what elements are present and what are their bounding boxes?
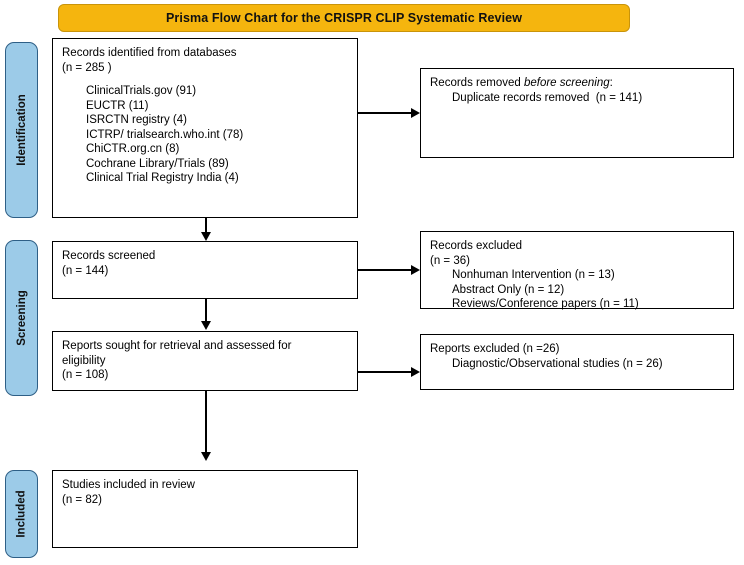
reports-sought-heading-line1: Reports sought for retrieval and assesse… [62, 340, 292, 352]
box-records-screened: Records screened (n = 144) [52, 241, 358, 299]
records-excluded-count: (n = 36) [430, 254, 470, 267]
studies-included-count: (n = 82) [62, 493, 102, 506]
source-item: ClinicalTrials.gov (91) [86, 85, 197, 97]
arrowhead-screened-to-eligibility [201, 321, 211, 330]
arrowhead-eligibility-to-included [201, 452, 211, 461]
exclusion-reason: Abstract Only (n = 12) [452, 283, 565, 296]
connector-identified-to-screened [205, 218, 207, 234]
stage-label-identification-text: Identification [15, 94, 28, 166]
reports-sought-heading-line2: eligibility [62, 354, 106, 367]
source-item: EUCTR (11) [86, 99, 149, 112]
source-item: ChiCTR.org.cn (8) [86, 143, 180, 155]
stage-label-screening: Screening [5, 240, 38, 396]
box-reports-sought: Reports sought for retrieval and assesse… [52, 331, 358, 391]
stage-label-included-text: Included [15, 490, 28, 538]
page-title: Prisma Flow Chart for the CRISPR CLIP Sy… [165, 11, 523, 25]
studies-included-heading: Studies included in review [62, 479, 195, 491]
exclusion-reason: Nonhuman Intervention (n = 13) [452, 269, 615, 281]
records-identified-heading: Records identified from databases [62, 47, 237, 59]
records-identified-count: (n = 285 ) [62, 61, 112, 74]
connector-screened-to-eligibility [205, 299, 207, 323]
connector-eligibility-to-included [205, 391, 207, 454]
records-excluded-heading: Records excluded [430, 240, 523, 252]
arrowhead-identified-to-screened [201, 232, 211, 241]
connector-identified-to-removed [358, 112, 412, 114]
records-screened-count: (n = 144) [62, 264, 109, 277]
stage-label-screening-text: Screening [15, 290, 28, 346]
box-studies-included: Studies included in review (n = 82) [52, 470, 358, 548]
reports-exclusion-reason: Diagnostic/Observational studies (n = 26… [452, 357, 663, 370]
box-reports-excluded: Reports excluded (n =26) Diagnostic/Obse… [420, 334, 734, 390]
arrowhead-screened-to-excluded [411, 265, 420, 275]
exclusion-reason: Reviews/Conference papers (n = 11) [452, 298, 639, 310]
box-records-identified: Records identified from databases (n = 2… [52, 38, 358, 218]
connector-screened-to-excluded [358, 269, 412, 271]
records-removed-heading-italic: before screening [523, 77, 610, 89]
records-removed-detail: Duplicate records removed (n = 141) [452, 91, 643, 104]
records-screened-heading: Records screened [62, 250, 156, 262]
source-item: Cochrane Library/Trials (89) [86, 157, 229, 170]
box-records-excluded: Records excluded (n = 36) Nonhuman Inter… [420, 231, 734, 310]
records-removed-heading-prefix: Records removed [430, 77, 524, 89]
records-removed-heading: Records removed before screening: [430, 76, 724, 91]
box-records-removed: Records removed before screening: Duplic… [420, 68, 734, 158]
source-item: Clinical Trial Registry India (4) [86, 172, 239, 184]
arrowhead-eligibility-to-reports-excluded [411, 367, 420, 377]
stage-label-identification: Identification [5, 42, 38, 218]
reports-sought-count: (n = 108) [62, 369, 109, 381]
stage-label-included: Included [5, 470, 38, 558]
spacer [62, 75, 348, 84]
source-item: ISRCTN registry (4) [86, 114, 187, 126]
source-item: ICTRP/ trialsearch.who.int (78) [86, 128, 244, 141]
connector-eligibility-to-reports-excluded [358, 371, 412, 373]
records-removed-heading-suffix: : [609, 77, 613, 89]
arrowhead-identified-to-removed [411, 108, 420, 118]
chart-title-banner: Prisma Flow Chart for the CRISPR CLIP Sy… [58, 4, 630, 32]
reports-excluded-heading: Reports excluded (n =26) [430, 343, 560, 355]
